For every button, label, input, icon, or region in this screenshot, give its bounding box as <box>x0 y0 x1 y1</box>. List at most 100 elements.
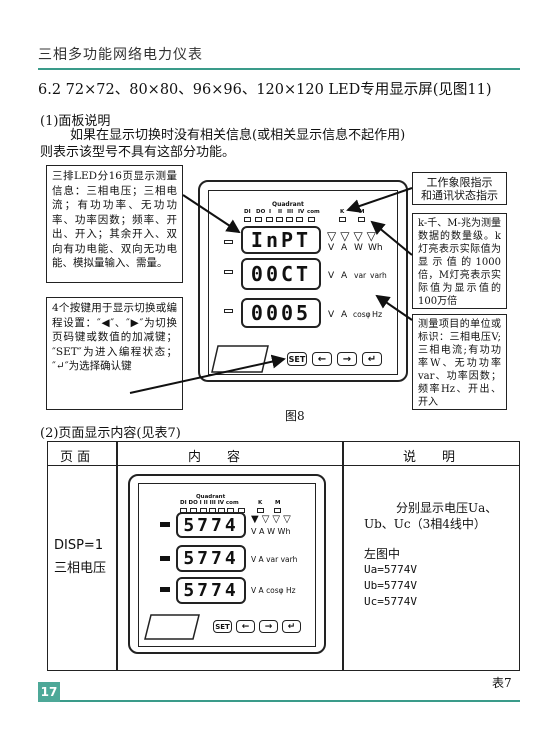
table-caption: 表7 <box>492 676 512 690</box>
nameplate-shape <box>211 345 269 373</box>
row1-indicator <box>224 240 233 244</box>
display-table: 页 面 内 容 说 明 DISP=1 三相电压 分别显示电压Ua、 Ub、Uc（… <box>47 441 520 671</box>
led-com <box>308 217 315 222</box>
led-k <box>339 217 346 222</box>
meter2-panel <box>128 474 326 654</box>
para-line-2: 则表示该型号不具有这部分功能。 <box>40 145 236 160</box>
meter2-row2-units: V A var varh <box>251 555 297 564</box>
row2-unit-a: A <box>341 271 348 281</box>
note-line-6: Uc=5774V <box>364 595 417 608</box>
m2-u5: V <box>251 555 257 564</box>
meter2-row3-display: 5774 <box>176 577 246 604</box>
row3-unit-a: A <box>341 310 348 320</box>
table-header-row <box>48 442 519 466</box>
note-line-1: 分别显示电压Ua、 <box>396 501 498 515</box>
col-header-note: 说 明 <box>403 450 456 465</box>
led-ii <box>276 217 283 222</box>
meter2-left-button[interactable]: ← <box>236 620 255 633</box>
led-iv <box>296 217 303 222</box>
set-button[interactable]: SET <box>287 352 307 366</box>
col-header-content: 内 容 <box>188 450 241 465</box>
meter2-enter-button[interactable]: ↵ <box>282 620 301 633</box>
m2-u8: varh <box>280 555 298 564</box>
row3-indicator <box>224 309 233 313</box>
meter2-row1-display: 5774 <box>176 512 246 538</box>
m2-u2: A <box>259 527 265 536</box>
callout-quadrant: 工作象限指示 和通讯状态指示 <box>412 172 507 205</box>
m2-u12: Hz <box>286 586 296 595</box>
led-label-iv: IV <box>298 209 305 215</box>
panel-subtitle: (1)面板说明 <box>40 114 111 129</box>
right-button[interactable]: → <box>337 352 357 366</box>
led-label-iii: III <box>287 209 294 215</box>
meter2-row1-triangles: ▼▽▽▽ <box>251 514 294 525</box>
row1-unit-w: W <box>354 243 363 253</box>
meter2-row1-marker <box>160 522 170 527</box>
m2-u10: A <box>258 586 264 595</box>
row-note: 分别显示电压Ua、 Ub、Uc（3相4线中） 左图中 Ua=5774V Ub=5… <box>348 500 518 610</box>
meter2-row3-marker <box>160 587 170 592</box>
m2-u1: V <box>251 527 257 536</box>
led-label-com: com <box>307 209 320 215</box>
meter2-row1-units: V A W Wh <box>251 527 291 536</box>
quadrant-label: Quadrant <box>272 201 304 208</box>
header-rule <box>38 68 520 70</box>
led-di <box>244 217 251 222</box>
row3-unit-hz: Hz <box>372 310 383 319</box>
panel-paragraph: 如果在显示切换时没有相关信息(或相关显示信息不起作用) 则表示该型号不具有这部分… <box>40 127 405 161</box>
meter2-row3-units: V A cosφ Hz <box>251 586 296 595</box>
section-title: 6.2 72×72、80×80、96×96、120×120 LED专用显示屏(见… <box>38 82 492 98</box>
row2-unit-v: V <box>328 271 335 281</box>
meter2-right-button[interactable]: → <box>259 620 278 633</box>
m2-u11: cosφ <box>266 586 284 595</box>
page-content-subtitle: (2)页面显示内容(见表7) <box>40 426 181 441</box>
figure-caption: 图8 <box>285 409 305 423</box>
meter-inner-frame <box>208 190 398 375</box>
meter2-inner-frame <box>138 483 316 647</box>
callout-k-m: k-千、M-兆为测量数据的数量级。k灯亮表示实际值为显示值的1000倍，M灯亮表… <box>412 213 507 309</box>
meter2-row2-display: 5774 <box>176 545 246 572</box>
row2-indicator <box>224 270 233 274</box>
meter2-led-m <box>274 508 281 513</box>
table-col-divider-1 <box>116 442 118 670</box>
meter-row2-display: 00CT <box>241 258 321 290</box>
row1-unit-v: V <box>328 243 335 253</box>
led-m <box>358 217 365 222</box>
led-label-di: DI <box>244 209 251 215</box>
note-line-3: 左图中 <box>364 547 401 561</box>
enter-button[interactable]: ↵ <box>362 352 382 366</box>
left-button[interactable]: ← <box>312 352 332 366</box>
callout-led-rows: 三排LED分16页显示测量信息：三相电压；三相电流；有功功率、无功功率、功率因数… <box>46 165 183 283</box>
note-line-4: Ua=5774V <box>364 563 417 576</box>
meter-panel <box>198 180 408 382</box>
row-page-name: 三相电压 <box>54 561 107 576</box>
meter2-led-k <box>257 508 264 513</box>
row1-unit-wh: Wh <box>368 243 383 253</box>
meter2-set-button[interactable]: SET <box>213 620 232 633</box>
callout-items: 测量项目的单位或标识：三相电压V;三相电流;有功功率W、无功功率var、功率因数… <box>412 314 507 410</box>
row1-triangle-indicators: ▽▽▽▽ <box>327 229 380 243</box>
row2-unit-varh: varh <box>370 271 387 280</box>
led-label-do: DO <box>256 209 266 215</box>
led-label-k: K <box>340 209 345 215</box>
meter2-quadrant-label: Quadrant <box>196 494 226 500</box>
meter2-led-labels: DI DO I II III IV com <box>180 500 239 506</box>
led-iii <box>286 217 293 222</box>
running-header: 三相多功能网络电力仪表 <box>38 47 203 63</box>
m2-u7: var <box>266 555 279 564</box>
row2-unit-var: var <box>354 271 367 280</box>
row3-unit-v: V <box>328 310 335 320</box>
para-line-1: 如果在显示切换时没有相关信息(或相关显示信息不起作用) <box>70 128 406 143</box>
table-col-divider-2 <box>342 442 344 670</box>
m2-u3: W <box>267 527 275 536</box>
quadrant-line-2: 和通讯状态指示 <box>421 189 498 202</box>
meter2-nameplate-shape <box>144 614 200 640</box>
col-header-page: 页 面 <box>60 450 91 465</box>
row1-unit-a: A <box>341 243 348 253</box>
led-label-i: I <box>269 209 272 215</box>
m2-u9: V <box>251 586 257 595</box>
footer-rule <box>60 700 520 702</box>
quadrant-line-1: 工作象限指示 <box>426 176 493 189</box>
row-page-disp: DISP=1 <box>54 538 104 553</box>
